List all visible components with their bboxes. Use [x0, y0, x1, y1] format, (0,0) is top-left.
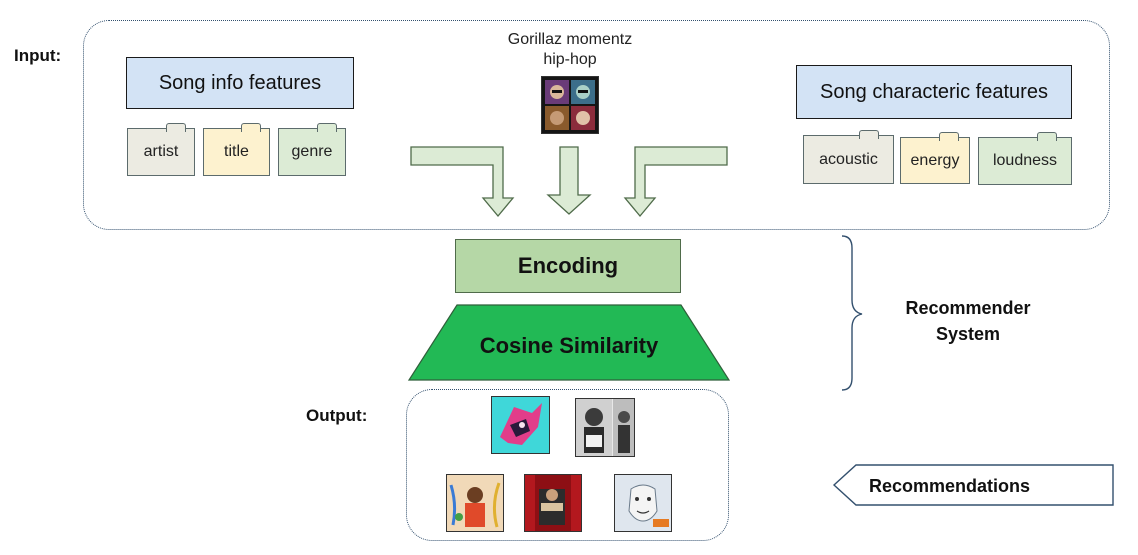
recommender-system-brace	[841, 235, 863, 391]
recommender-line: Recommender	[905, 298, 1031, 318]
song-info-features-title: Song info features	[126, 57, 354, 109]
tag-loudness: loudness	[978, 132, 1072, 185]
song-characteristic-features-title: Song characteric features	[796, 65, 1072, 119]
tag-genre: genre	[278, 123, 346, 176]
tag-label: energy	[910, 151, 960, 169]
recommended-album-cover-4	[524, 474, 582, 532]
cosine-similarity-shape	[407, 304, 731, 381]
cosine-similarity-label: Cosine Similarity	[479, 333, 659, 358]
recommended-album-cover-2	[575, 398, 635, 457]
input-album-cover	[541, 76, 599, 134]
tag-label: genre	[291, 143, 333, 160]
recommendations-label: Recommendations	[869, 476, 1031, 496]
tag-label: title	[224, 143, 249, 160]
input-label: Input:	[14, 46, 62, 65]
tag-label: artist	[143, 143, 179, 160]
recommended-album-cover-3	[446, 474, 504, 532]
output-container	[406, 389, 729, 541]
system-line: System	[935, 324, 1001, 344]
input-song-genre: hip-hop	[543, 51, 597, 68]
tag-acoustic: acoustic	[803, 130, 894, 184]
tag-label: acoustic	[819, 150, 878, 168]
recommender-system-label: Recommender System	[878, 295, 1058, 347]
output-label: Output:	[306, 406, 368, 425]
encoding-box: Encoding	[455, 239, 681, 293]
input-arrows	[410, 146, 728, 218]
input-container	[83, 20, 1110, 230]
recommended-album-cover-5	[614, 474, 672, 532]
recommended-album-cover-1	[491, 396, 550, 454]
tag-artist: artist	[127, 123, 195, 176]
input-song-name: Gorillaz momentz	[507, 31, 633, 48]
tag-energy: energy	[900, 132, 970, 184]
tag-label: loudness	[992, 152, 1058, 169]
tag-title: title	[203, 123, 270, 176]
recommendations-arrow	[832, 464, 1114, 506]
